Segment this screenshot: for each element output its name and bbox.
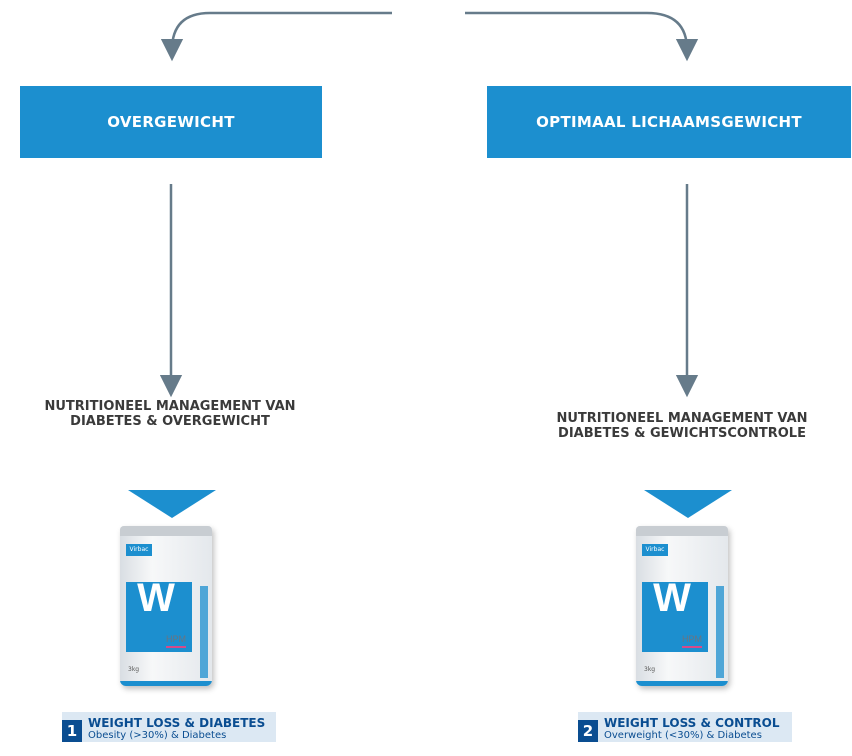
product-subtitle: Overweight (<30%) & Diabetes [604,730,762,741]
heading-line-1: NUTRITIONEEL MANAGEMENT VAN [556,411,808,426]
curved-arrow-right [465,11,699,62]
management-heading-left: NUTRITIONEEL MANAGEMENT VAN DIABETES & O… [0,399,340,429]
hpm-logo: HPM [166,634,186,644]
product-number-badge: 2 [578,720,598,742]
product-bag-image: Virbac W HPM 3kg [636,526,728,686]
product-letter: W [653,576,691,620]
product-label-1: 1 WEIGHT LOSS & DIABETES Obesity (>30%) … [62,712,276,742]
management-heading-right: NUTRITIONEEL MANAGEMENT VAN DIABETES & G… [512,411,852,441]
product-letter: W [137,576,175,620]
product-label-2: 2 WEIGHT LOSS & CONTROL Overweight (<30%… [578,712,792,742]
product-subtitle: Obesity (>30%) & Diabetes [88,730,227,741]
category-label: OVERGEWICHT [107,113,235,131]
product-bag-image: Virbac W HPM 3kg [120,526,212,686]
bag-weight: 3kg [644,666,656,673]
category-box-overgewicht: OVERGEWICHT [20,86,322,158]
bag-weight: 3kg [128,666,140,673]
hpm-logo: HPM [682,634,702,644]
curved-arrow-left [160,11,392,62]
product-number-badge: 1 [62,720,82,742]
product-title: WEIGHT LOSS & CONTROL [604,716,780,730]
brand-logo: Virbac [126,544,152,556]
heading-line-2: DIABETES & OVERGEWICHT [70,414,270,429]
brand-logo: Virbac [642,544,668,556]
category-label: OPTIMAAL LICHAAMSGEWICHT [536,113,802,131]
chevron-down-icon [644,490,732,518]
category-box-optimaal-lichaamsgewicht: OPTIMAAL LICHAAMSGEWICHT [487,86,851,158]
heading-line-1: NUTRITIONEEL MANAGEMENT VAN [44,399,296,414]
product-title: WEIGHT LOSS & DIABETES [88,716,266,730]
chevron-down-icon [128,490,216,518]
heading-line-2: DIABETES & GEWICHTSCONTROLE [558,426,806,441]
